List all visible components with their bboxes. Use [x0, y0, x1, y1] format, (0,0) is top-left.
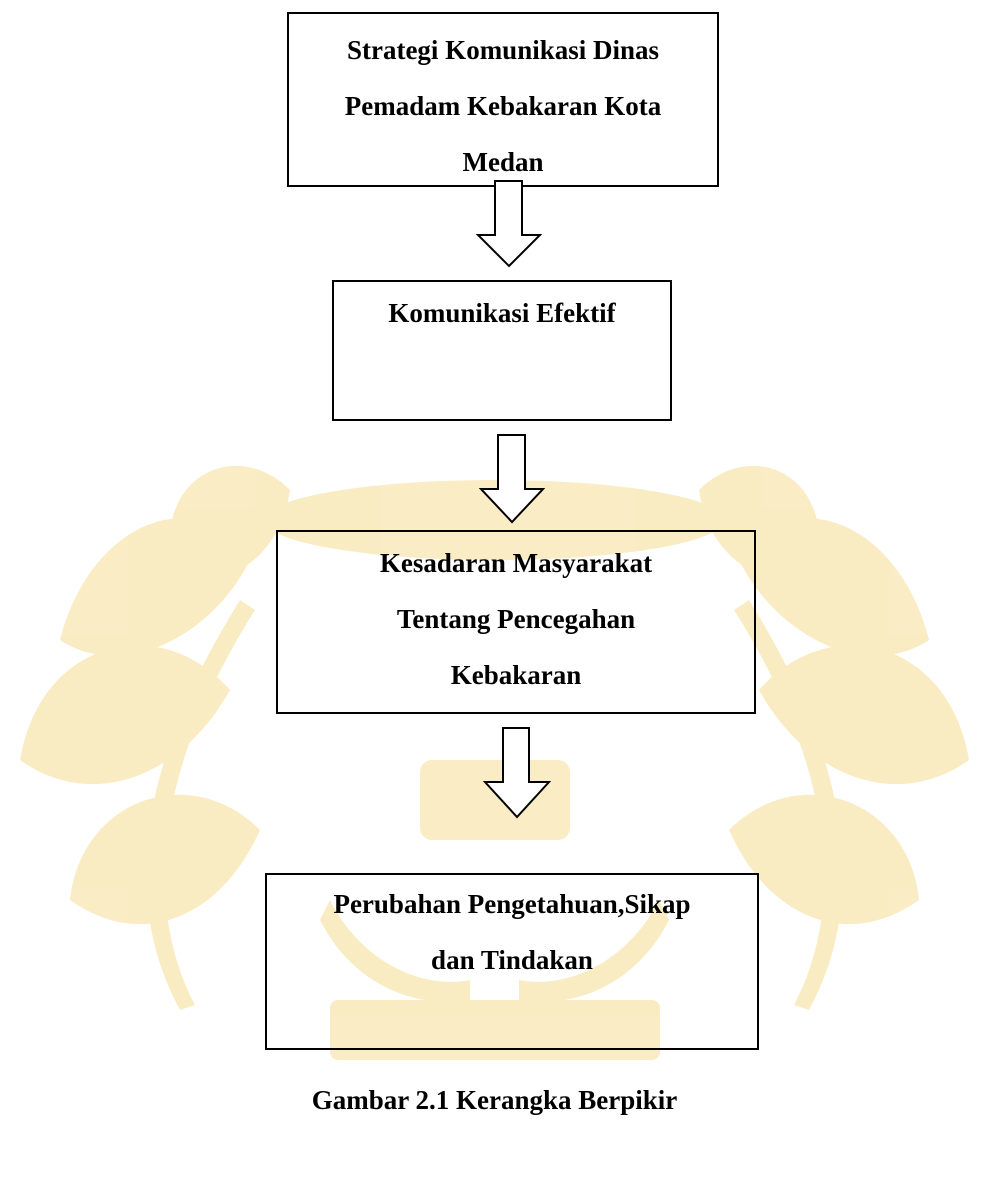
box-komunikasi-efektif: Komunikasi Efektif [332, 280, 672, 421]
laurel-leaf-left-4 [169, 465, 290, 576]
figure-caption: Gambar 2.1 Kerangka Berpikir [311, 1085, 678, 1115]
emblem-body [420, 760, 570, 840]
box-komunikasi-efektif-label: Komunikasi Efektif [388, 298, 616, 328]
laurel-stem-right [734, 600, 843, 1010]
laurel-stem-left [146, 600, 255, 1010]
down-arrow-icon [476, 180, 542, 268]
emblem-wing-right [519, 900, 669, 1002]
box-strategi-komunikasi-label: Strategi Komunikasi Dinas Pemadam Kebaka… [344, 35, 662, 177]
box-perubahan-pengetahuan: Perubahan Pengetahuan,Sikap dan Tindakan [265, 873, 759, 1050]
emblem-wing-left [320, 900, 470, 1002]
down-arrow-icon [483, 727, 551, 819]
box-kesadaran-masyarakat-label: Kesadaran Masyarakat Tentang Pencegahan … [379, 548, 653, 690]
down-arrow-icon [479, 434, 545, 524]
emblem-dome [264, 480, 724, 560]
box-perubahan-pengetahuan-label: Perubahan Pengetahuan,Sikap dan Tindakan [333, 889, 691, 975]
laurel-leaf-right-4 [699, 465, 820, 576]
box-strategi-komunikasi: Strategi Komunikasi Dinas Pemadam Kebaka… [287, 12, 719, 187]
box-kesadaran-masyarakat: Kesadaran Masyarakat Tentang Pencegahan … [276, 530, 756, 714]
emblem-band [330, 1000, 660, 1060]
